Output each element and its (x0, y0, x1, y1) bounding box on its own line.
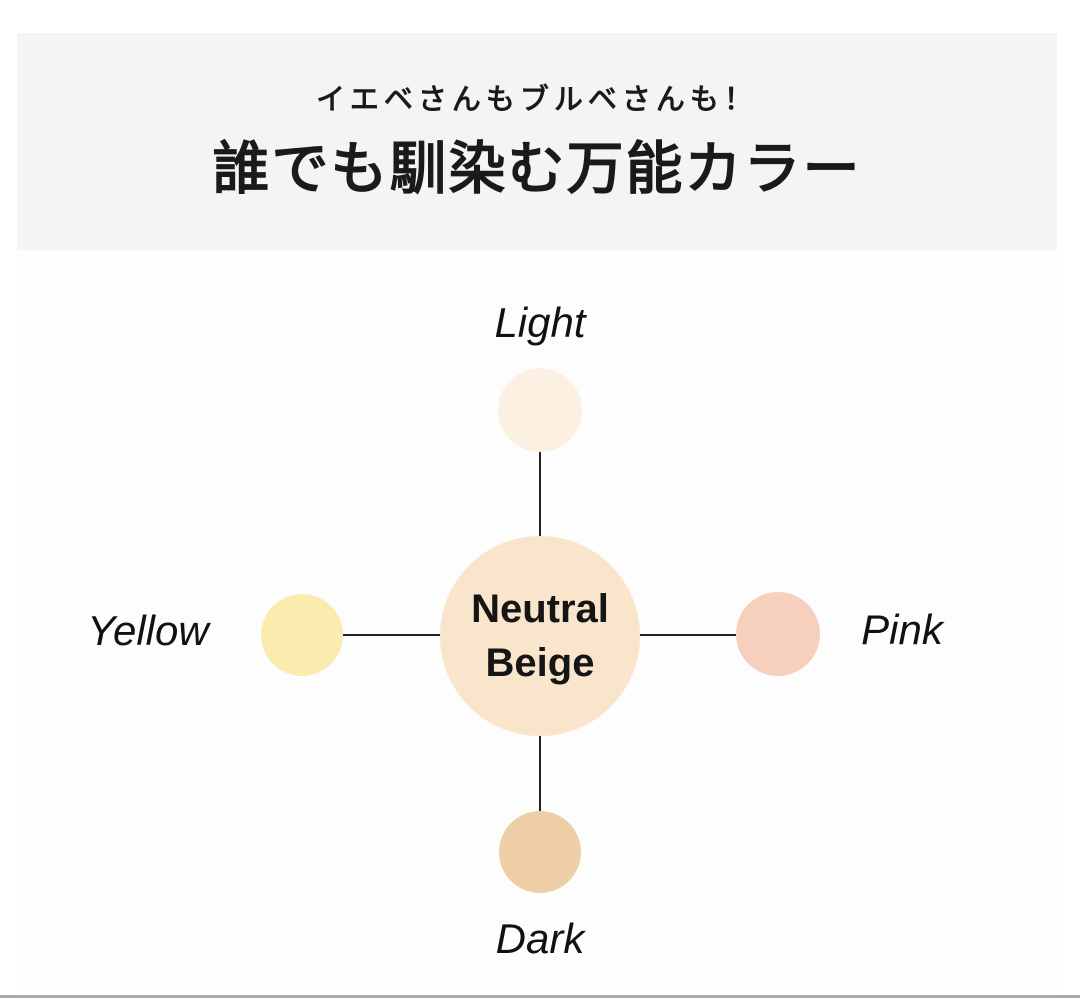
light-label: Light (494, 299, 586, 346)
bottom-divider-line (0, 995, 1080, 998)
connector-right (640, 634, 736, 636)
yellow-color-swatch (261, 594, 343, 676)
center-label-line1: Neutral (471, 587, 609, 631)
connector-bottom (539, 736, 541, 812)
header-banner: イエベさんもブルベさんも！ 誰でも馴染む万能カラー (17, 33, 1057, 250)
dark-color-swatch (499, 811, 581, 893)
connector-top (539, 452, 541, 537)
yellow-label: Yellow (87, 607, 209, 654)
center-label: Neutral Beige (471, 582, 609, 690)
pink-color-swatch (736, 592, 820, 676)
dark-label: Dark (495, 915, 585, 962)
light-color-swatch (498, 368, 582, 452)
neutral-beige-center-swatch: Neutral Beige (440, 536, 640, 736)
connector-left (343, 634, 440, 636)
header-subtitle: イエベさんもブルベさんも！ (316, 84, 758, 116)
page-title: 誰でも馴染む万能カラー (212, 136, 862, 201)
pink-label: Pink (861, 606, 943, 653)
center-label-line2: Beige (485, 641, 595, 685)
